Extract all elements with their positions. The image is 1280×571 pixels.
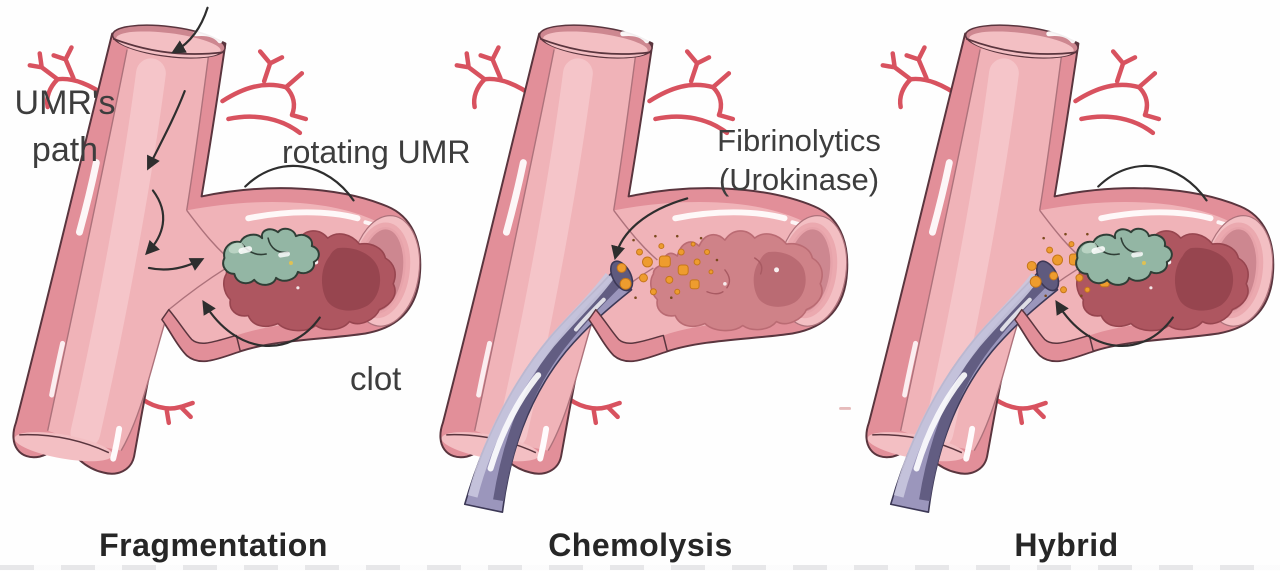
stray-mark — [839, 406, 852, 410]
umr-path-arrows — [145, 6, 209, 271]
panel-chemolysis: Fibrinolytics (Urokinase) — [427, 0, 881, 515]
bottom-edge-artifact — [0, 565, 1280, 570]
chemolysis-illustration — [427, 0, 854, 515]
umr-path-label-line2: path — [31, 130, 99, 169]
fragmentation-illustration — [0, 0, 427, 515]
umr-path-label-line1: UMR's — [14, 84, 116, 122]
hybrid-illustration — [853, 0, 1280, 515]
fibrinolytics-label-line2: (Urokinase) — [718, 161, 880, 197]
panel-hybrid — [853, 0, 1280, 515]
caption-fragmentation: Fragmentation — [99, 527, 328, 563]
fibrinolytics-pointer-arrow — [611, 197, 689, 261]
caption-chemolysis: Chemolysis — [548, 527, 733, 563]
fibrinolytics-label-line1: Fibrinolytics — [717, 123, 881, 158]
fibrinolytics-label: Fibrinolytics (Urokinase) — [667, 122, 931, 200]
clot-label: clot — [350, 360, 402, 397]
rotating-umr-label: rotating UMR — [282, 134, 471, 170]
umr-path-label: UMR's path — [2, 80, 128, 174]
caption-hybrid: Hybrid — [1014, 527, 1119, 563]
panel-fragmentation: UMR's path rotating UMR clot — [0, 0, 471, 515]
